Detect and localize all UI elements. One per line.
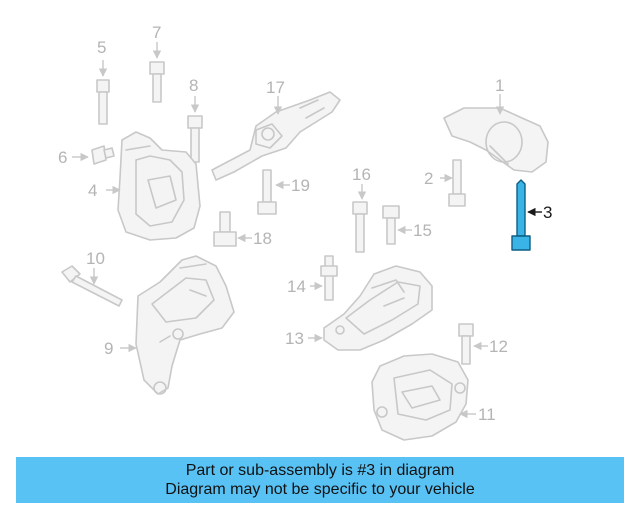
part-10-bolt[interactable]: 10	[61, 249, 123, 307]
callout-16: 16	[352, 165, 371, 184]
part-19-bolt[interactable]: 19	[257, 169, 310, 215]
callout-1: 1	[495, 76, 504, 95]
callout-13: 13	[285, 329, 304, 348]
part-12-bolt[interactable]: 12	[458, 323, 508, 365]
callout-10: 10	[86, 249, 105, 268]
part-7-bolt[interactable]: 7	[149, 23, 165, 103]
callout-9: 9	[104, 339, 113, 358]
part-8-bolt[interactable]: 8	[187, 76, 203, 163]
part-6-bolt[interactable]: 6	[58, 145, 115, 167]
part-1-mount-bracket[interactable]: 1	[443, 76, 549, 173]
banner-line-part-number: Part or sub-assembly is #3 in diagram	[185, 462, 455, 479]
part-15-bolt[interactable]: 15	[382, 205, 432, 245]
part-4-engine-mount[interactable]: 4	[88, 131, 201, 241]
part-3-bolt-highlighted[interactable]: 3	[511, 179, 552, 251]
callout-8: 8	[189, 76, 198, 95]
parts-diagram: 5 7 8 6 4 17	[58, 23, 552, 441]
callout-17: 17	[266, 78, 285, 97]
part-11-transmission-mount[interactable]: 11	[371, 353, 496, 441]
callout-12: 12	[489, 337, 508, 356]
info-banner: Part or sub-assembly is #3 in diagram Di…	[16, 457, 624, 503]
callout-11: 11	[478, 405, 496, 424]
banner-line-disclaimer: Diagram may not be specific to your vehi…	[165, 481, 475, 498]
callout-14: 14	[287, 277, 306, 296]
part-16-bolt[interactable]: 16	[352, 165, 371, 253]
callout-5: 5	[97, 38, 106, 57]
part-18-bolt[interactable]: 18	[213, 211, 272, 248]
callout-7: 7	[152, 23, 161, 42]
part-5-bolt[interactable]: 5	[96, 38, 110, 125]
callout-4: 4	[88, 181, 97, 200]
callout-3: 3	[543, 203, 552, 222]
part-2-bolt[interactable]: 2	[424, 159, 466, 207]
callout-6: 6	[58, 148, 67, 167]
callout-18: 18	[253, 229, 272, 248]
callout-15: 15	[413, 221, 432, 240]
callout-2: 2	[424, 169, 433, 188]
part-17-torque-rod[interactable]: 17	[211, 78, 341, 181]
callout-19: 19	[291, 176, 310, 195]
part-14-stud[interactable]: 14	[287, 255, 338, 301]
part-13-crossmember[interactable]: 13	[285, 265, 433, 351]
part-9-bracket[interactable]: 9	[104, 255, 235, 395]
